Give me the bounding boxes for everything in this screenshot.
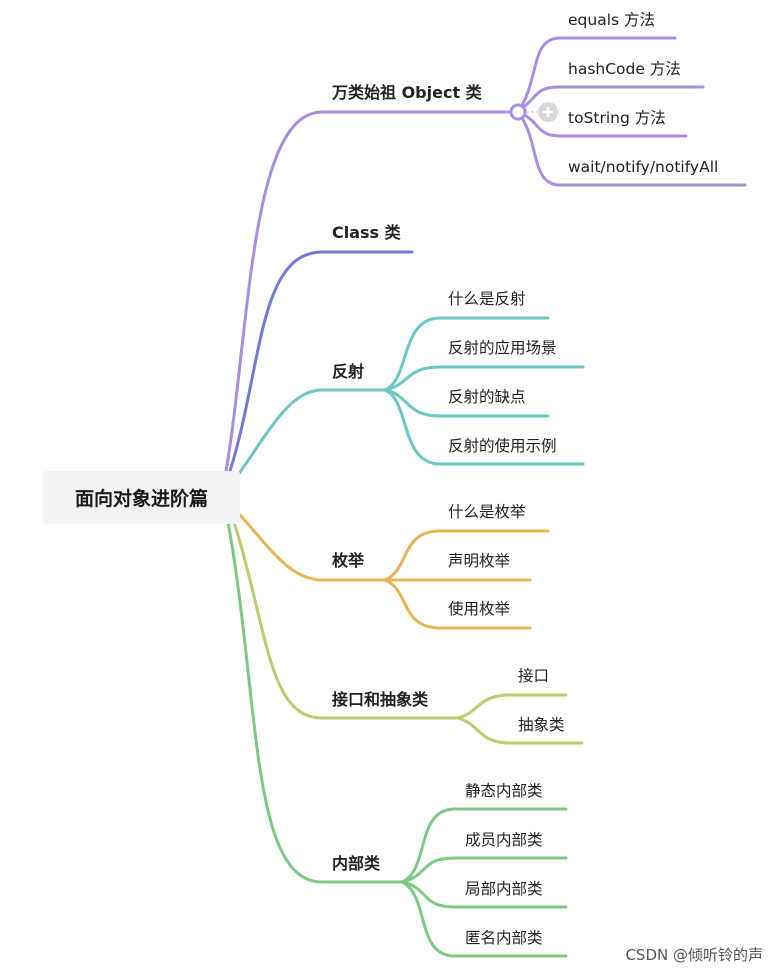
edge-inner-1 — [400, 807, 568, 884]
edge-object-wait — [516, 110, 747, 187]
innerclass-child-4[interactable]: 匿名内部类 — [465, 929, 543, 947]
innerclass-child-2[interactable]: 成员内部类 — [465, 831, 543, 849]
branch-reflection-label[interactable]: 反射 — [332, 362, 365, 381]
enum-child-1[interactable]: 什么是枚举 — [448, 503, 526, 521]
object-child-hashcode[interactable]: hashCode 方法 — [568, 60, 681, 78]
branch-innerclass-label[interactable]: 内部类 — [332, 854, 381, 873]
edge-reflection-1 — [383, 316, 550, 392]
edge-root-reflection — [236, 388, 387, 477]
edge-enum-3 — [383, 578, 532, 630]
edge-root-class — [228, 250, 414, 473]
edge-reflection-4 — [383, 388, 585, 466]
root-node[interactable]: 面向对象进阶篇 — [43, 471, 240, 524]
edge-root-interface — [232, 520, 460, 720]
reflection-child-3[interactable]: 反射的缺点 — [448, 388, 526, 406]
object-child-tostring[interactable]: toString 方法 — [568, 109, 666, 127]
branch-enum-label[interactable]: 枚举 — [332, 551, 365, 570]
object-child-equals[interactable]: equals 方法 — [568, 11, 656, 29]
add-node-icon[interactable] — [538, 102, 558, 122]
innerclass-child-1[interactable]: 静态内部类 — [465, 782, 543, 800]
reflection-child-1[interactable]: 什么是反射 — [448, 290, 526, 308]
edge-root-enum — [238, 513, 387, 582]
edge-root-innerclass — [226, 520, 404, 884]
edge-interface-1 — [456, 693, 568, 720]
object-child-wait[interactable]: wait/notify/notifyAll — [568, 158, 719, 176]
edge-inner-3 — [400, 880, 568, 909]
edge-root-object — [224, 110, 520, 473]
root-label: 面向对象进阶篇 — [74, 488, 208, 510]
branch-toggle-node[interactable] — [509, 103, 527, 121]
enum-child-2[interactable]: 声明枚举 — [448, 552, 511, 570]
branch-class-label[interactable]: Class 类 — [332, 223, 401, 242]
interface-child-1[interactable]: 接口 — [518, 667, 550, 685]
reflection-child-4[interactable]: 反射的使用示例 — [448, 437, 557, 455]
edge-object-equals — [516, 36, 677, 114]
edge-inner-2 — [400, 856, 568, 884]
reflection-child-2[interactable]: 反射的应用场景 — [448, 339, 557, 357]
edge-inner-4 — [400, 880, 568, 958]
edge-reflection-2 — [383, 365, 585, 392]
enum-child-3[interactable]: 使用枚举 — [448, 600, 511, 618]
innerclass-child-3[interactable]: 局部内部类 — [465, 880, 543, 898]
interface-child-2[interactable]: 抽象类 — [518, 716, 565, 734]
edge-reflection-3 — [383, 388, 550, 418]
edge-enum-1 — [383, 529, 550, 582]
branch-interface-label[interactable]: 接口和抽象类 — [332, 690, 429, 709]
edge-interface-2 — [456, 716, 584, 745]
watermark: CSDN @倾听铃的声 — [625, 946, 763, 964]
branch-object-label[interactable]: 万类始祖 Object 类 — [332, 83, 482, 102]
